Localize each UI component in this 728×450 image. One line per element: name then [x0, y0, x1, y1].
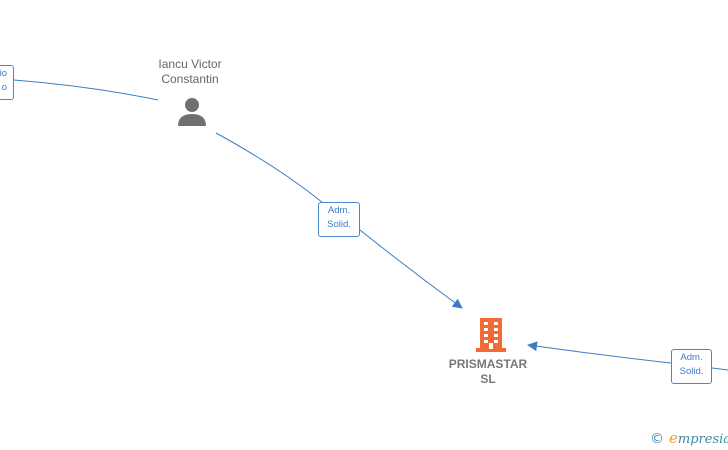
- edge-label-left[interactable]: io o: [0, 65, 14, 100]
- edge-person-to-company-lower: [359, 229, 463, 309]
- edge-label-middle-line2: Solid.: [327, 219, 351, 230]
- copyright-icon: ©: [650, 431, 664, 447]
- empresia-watermark: © empresia: [650, 429, 728, 447]
- edge-label-middle-line1: Adm.: [327, 205, 351, 216]
- edge-right-to-company: [527, 341, 672, 364]
- person-name-line1: Iancu Victor: [158, 57, 222, 71]
- company-name-line1: PRISMASTAR: [448, 357, 528, 371]
- brand-name: mpresia: [677, 432, 728, 447]
- person-name-line2: Constantin: [161, 72, 219, 86]
- edge-label-left-line2: o: [1, 82, 7, 93]
- person-icon[interactable]: [176, 96, 208, 128]
- edge-label-middle[interactable]: Adm. Solid.: [318, 202, 360, 237]
- edge-label-right-line2: Solid.: [679, 366, 704, 377]
- edge-label-left-line1: io: [0, 68, 7, 79]
- edge-label-right[interactable]: Adm. Solid.: [671, 349, 712, 384]
- edge-label-right-line1: Adm.: [680, 352, 703, 363]
- company-node-label[interactable]: PRISMASTAR SL: [438, 357, 538, 387]
- person-node-label[interactable]: Iancu Victor Constantin: [130, 57, 250, 87]
- edge-right-offscreen: [711, 367, 728, 371]
- building-icon[interactable]: [475, 317, 507, 353]
- brand-initial: e: [669, 429, 678, 447]
- edge-left-to-person: [13, 79, 159, 101]
- edge-person-to-company-upper: [215, 132, 324, 204]
- company-name-line2: SL: [480, 372, 496, 386]
